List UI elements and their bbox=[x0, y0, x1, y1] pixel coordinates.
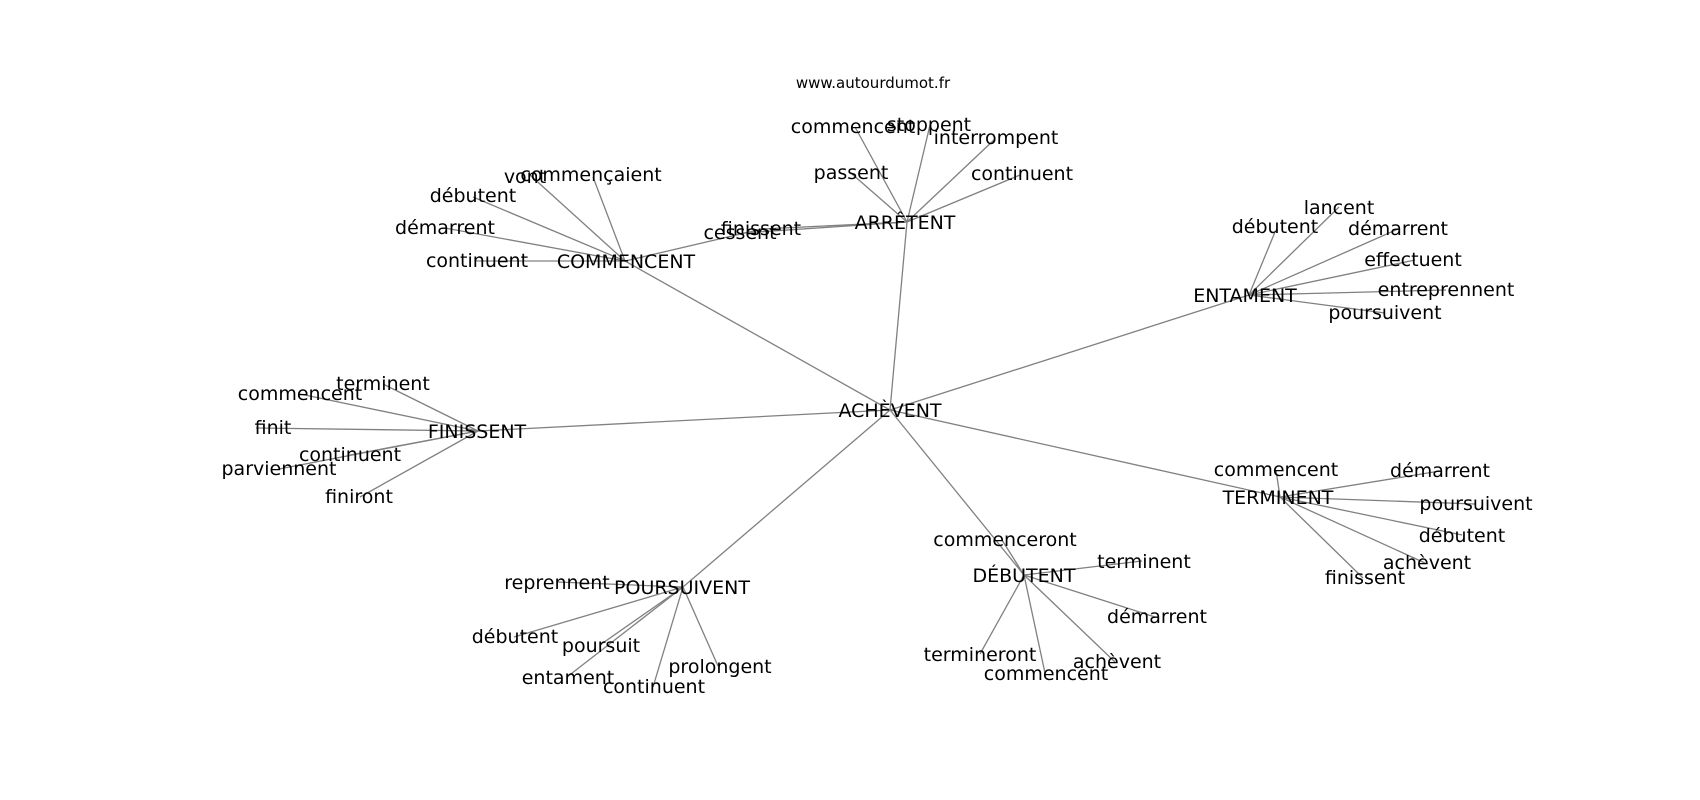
leaf-label: terminent bbox=[336, 373, 430, 395]
edges-entament bbox=[1248, 206, 1447, 314]
edges-arretent bbox=[624, 124, 1021, 262]
leaf-label: commençaient bbox=[520, 164, 661, 186]
leaf-label: finiront bbox=[325, 486, 393, 508]
leaf-label: démarrent bbox=[1348, 218, 1448, 240]
hub-debutent: DÉBUTENT bbox=[972, 564, 1075, 587]
edges-debutent bbox=[979, 539, 1156, 674]
leaf-label: parviennent bbox=[222, 458, 337, 480]
leaf-label: poursuit bbox=[562, 635, 640, 657]
leaf-label: prolongent bbox=[668, 656, 771, 678]
leaf-label: débutent bbox=[472, 626, 558, 648]
leaf-label: cessent bbox=[703, 222, 776, 244]
hub-terminent: TERMINENT bbox=[1222, 487, 1334, 509]
leaf-label: continuent bbox=[971, 163, 1073, 185]
leaf-label: démarrent bbox=[1390, 460, 1490, 482]
edges-finissent bbox=[255, 383, 479, 498]
hub-entament: ENTAMENT bbox=[1193, 285, 1297, 307]
leaf-label: entament bbox=[522, 667, 615, 689]
leaf-label: achèvent bbox=[1073, 651, 1161, 673]
leaf-label: continuent bbox=[426, 250, 528, 272]
leaf-label: interrompent bbox=[934, 127, 1059, 149]
source-credit: www.autourdumot.fr bbox=[796, 74, 951, 92]
leaf-label: effectuent bbox=[1364, 249, 1462, 271]
leaf-label: commencent bbox=[984, 663, 1108, 685]
leaf-label: terminent bbox=[1097, 551, 1191, 573]
leaf-label: continuent bbox=[299, 444, 401, 466]
leaf-label: commencent bbox=[791, 116, 915, 138]
hub-arretent: ARRÊTENT bbox=[855, 211, 956, 234]
leaf-label: finissent bbox=[721, 218, 801, 240]
leaf-label: débutent bbox=[430, 185, 516, 207]
edges-terminent bbox=[1275, 469, 1476, 579]
hub-commencent: COMMENCENT bbox=[557, 251, 696, 273]
leaf-label: lancent bbox=[1304, 197, 1375, 219]
leaf-label: finit bbox=[255, 417, 292, 439]
leaf-label: entreprennent bbox=[1378, 279, 1515, 301]
leaf-label: finissent bbox=[1325, 567, 1405, 589]
leaf-label: commenceront bbox=[933, 529, 1076, 551]
leaf-label: poursuivent bbox=[1419, 493, 1532, 515]
leaf-label: reprennent bbox=[504, 572, 610, 594]
leaf-label: stoppent bbox=[887, 114, 971, 136]
edges-commencent bbox=[444, 174, 626, 262]
leaf-label: vont bbox=[504, 166, 546, 188]
leaf-label: démarrent bbox=[395, 217, 495, 239]
leaf-label: débutent bbox=[1232, 216, 1318, 238]
leaf-label: continuent bbox=[603, 676, 705, 698]
leaf-label: passent bbox=[814, 162, 889, 184]
leaf-label: poursuivent bbox=[1328, 302, 1441, 324]
center-word: ACHÈVENT bbox=[838, 399, 941, 422]
hub-finissent: FINISSENT bbox=[428, 421, 527, 443]
leaf-label: achèvent bbox=[1383, 552, 1471, 574]
hub-poursuivent: POURSUIVENT bbox=[614, 577, 750, 599]
leaf-label: débutent bbox=[1419, 525, 1505, 547]
leaf-label: commencent bbox=[1214, 459, 1338, 481]
leaf-label: démarrent bbox=[1107, 606, 1207, 628]
leaf-label: termineront bbox=[924, 644, 1037, 666]
edges-poursuivent bbox=[513, 581, 719, 688]
leaf-label: commencent bbox=[238, 383, 362, 405]
hub-edges bbox=[477, 221, 1281, 588]
